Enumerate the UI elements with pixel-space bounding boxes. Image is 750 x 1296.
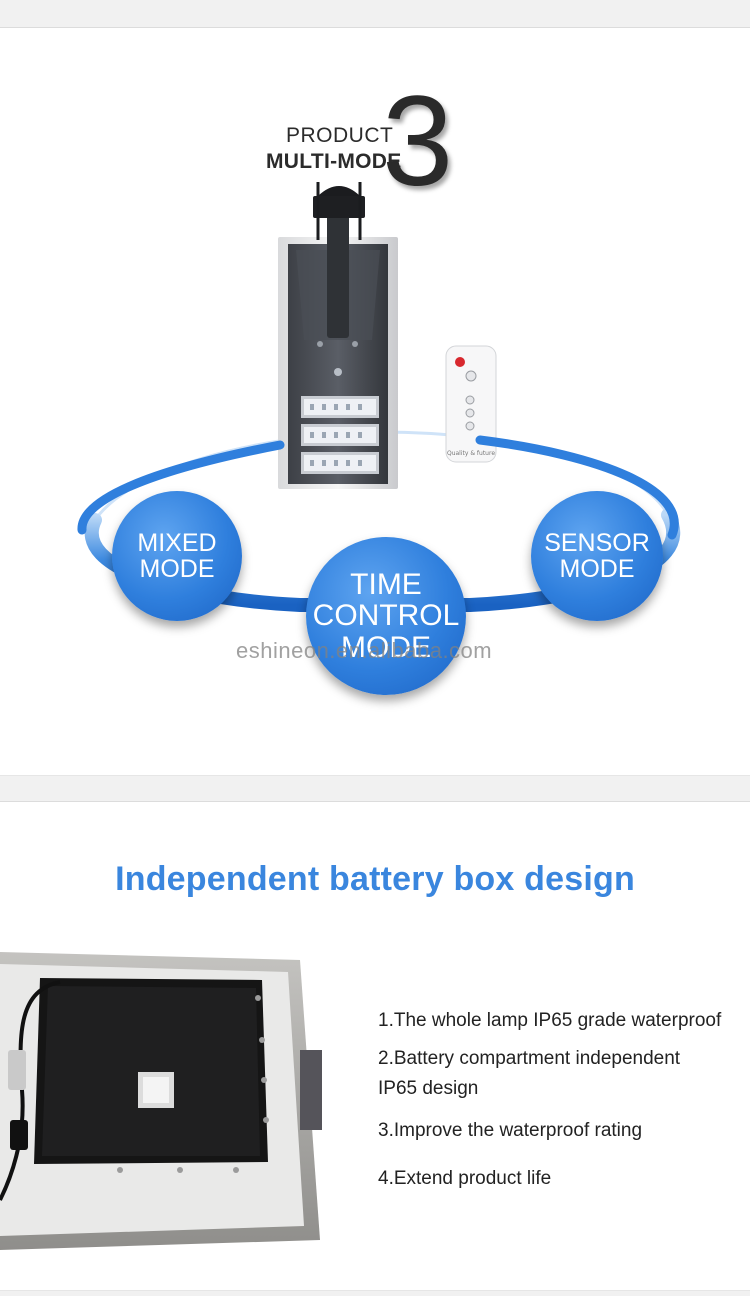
mixed-mode-bubble: MIXED MODE bbox=[112, 491, 242, 621]
battery-box-photo bbox=[0, 952, 322, 1250]
feature-item: 3.Improve the waterproof rating bbox=[378, 1120, 643, 1141]
multi-mode-label: MULTI-MODE bbox=[266, 150, 402, 173]
remote-control: Quality & future bbox=[445, 345, 497, 463]
street-lamp bbox=[278, 182, 398, 489]
product-label: PRODUCT bbox=[286, 124, 394, 147]
battery-section-title: Independent battery box design bbox=[115, 860, 635, 898]
feature-item: 4.Extend product life bbox=[378, 1168, 552, 1189]
modes-illustration: Quality & future bbox=[77, 182, 681, 612]
remote-label: Quality & future bbox=[447, 450, 495, 457]
bottom-divider-band bbox=[0, 1290, 750, 1296]
time-control-mode-bubble: TIME CONTROL MODE bbox=[306, 537, 466, 695]
middle-divider-band bbox=[0, 775, 750, 802]
sensor-mode-bubble: SENSOR MODE bbox=[531, 491, 663, 621]
feature-item: 1.The whole lamp IP65 grade waterproof bbox=[378, 1010, 722, 1031]
top-divider-band bbox=[0, 0, 750, 28]
watermark: eshineon.en.alibaba.com bbox=[236, 638, 493, 663]
mode-count-number: 3 bbox=[382, 70, 454, 213]
feature-item: 2.Battery compartment independent IP65 d… bbox=[378, 1048, 681, 1099]
